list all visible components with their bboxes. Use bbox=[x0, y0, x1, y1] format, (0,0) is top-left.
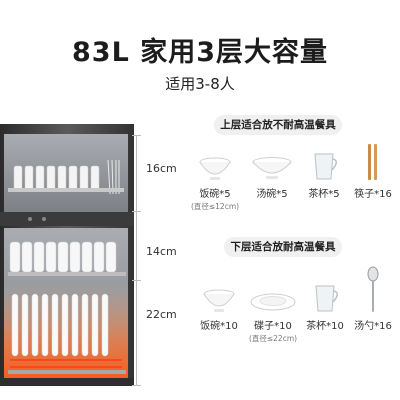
lower-item-label: 碟子*10 bbox=[254, 321, 292, 332]
dimension-tick bbox=[132, 135, 141, 136]
top-height-label: 16cm bbox=[146, 162, 177, 175]
lower-item-plate: 碟子*10 (直径≤22cm) bbox=[245, 284, 301, 344]
page-title: 83L 家用3层大容量 bbox=[72, 37, 328, 68]
chopsticks-icon bbox=[368, 144, 377, 180]
rice-bowl-icon bbox=[203, 289, 235, 312]
upper-item-chopsticks: 筷子*16 bbox=[345, 142, 400, 200]
dimension-tick bbox=[132, 211, 141, 212]
lower-item-note: (直径≤22cm) bbox=[248, 334, 298, 343]
upper-item-soup-bowl: 汤碗*5 bbox=[244, 152, 300, 200]
spoon-icon bbox=[367, 266, 379, 312]
lower-shelf-heading: 下层适合放耐高温餐具 bbox=[224, 237, 342, 257]
upper-item-label: 茶杯*5 bbox=[308, 189, 340, 200]
lower-item-tea-cup: 茶杯*10 bbox=[297, 282, 353, 332]
dimension-tick bbox=[132, 280, 141, 281]
soup-bowl-icon bbox=[252, 157, 292, 179]
lower-item-label: 汤勺*16 bbox=[354, 321, 392, 332]
dimension-line bbox=[136, 135, 137, 385]
tea-cup-icon bbox=[314, 153, 337, 180]
plate-icon bbox=[250, 293, 296, 311]
upper-item-tea-cup: 茶杯*5 bbox=[296, 150, 352, 200]
lower-item-rice-bowl: 饭碗*10 bbox=[191, 284, 247, 332]
cabinet-illustration bbox=[0, 124, 134, 386]
bottom-height-label: 22cm bbox=[146, 308, 177, 321]
lower-item-label: 茶杯*10 bbox=[306, 321, 344, 332]
dimension-tick bbox=[132, 385, 141, 386]
page-subtitle: 适用3-8人 bbox=[165, 75, 235, 93]
tea-cup-icon bbox=[315, 285, 338, 312]
rice-bowl-icon bbox=[199, 157, 231, 180]
upper-item-label: 饭碗*5 bbox=[199, 189, 231, 200]
upper-item-label: 汤碗*5 bbox=[256, 189, 288, 200]
upper-item-rice-bowl: 饭碗*5 (直径≤12cm) bbox=[187, 152, 243, 212]
upper-item-label: 筷子*16 bbox=[354, 189, 392, 200]
upper-item-note: (直径≤12cm) bbox=[190, 202, 240, 211]
upper-shelf-heading: 上层适合放不耐高温餐具 bbox=[214, 115, 342, 135]
lower-item-label: 饭碗*10 bbox=[200, 321, 238, 332]
lower-item-spoon: 汤勺*16 bbox=[345, 266, 400, 332]
middle-height-label: 14cm bbox=[146, 245, 177, 258]
